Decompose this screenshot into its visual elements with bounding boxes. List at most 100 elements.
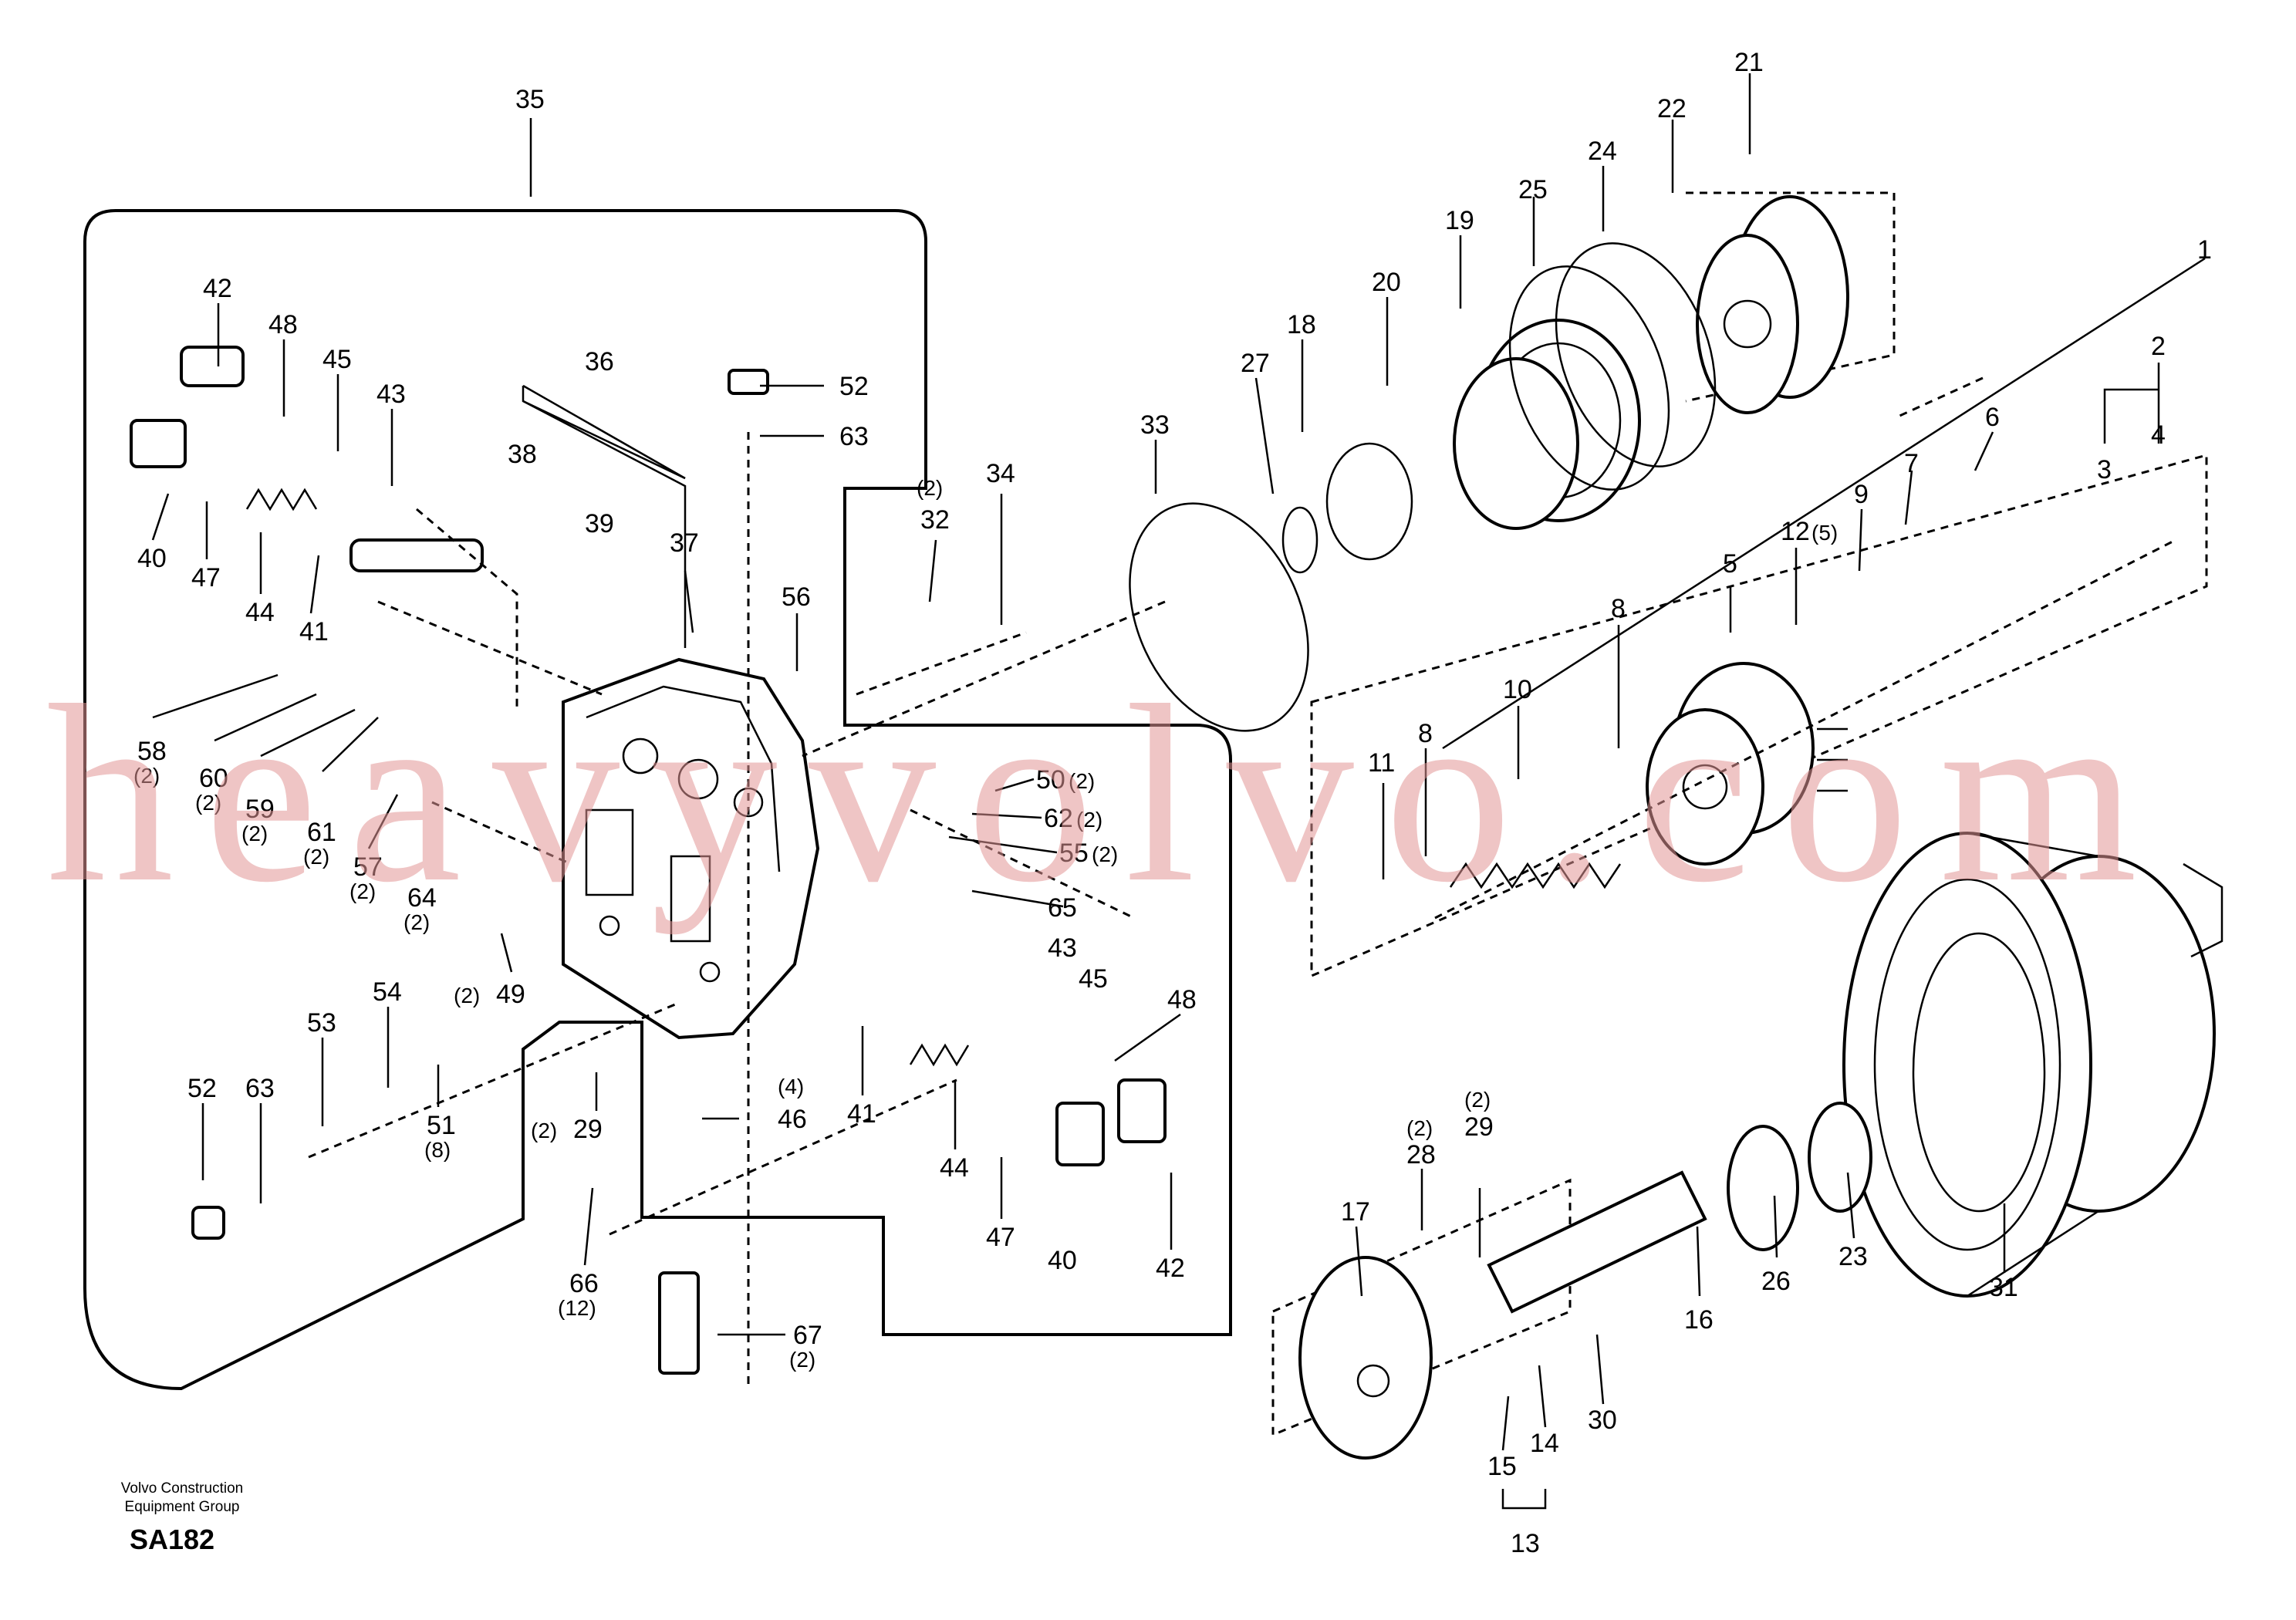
callout-67-qty: (2) xyxy=(789,1348,815,1372)
callout-29b-qty: (2) xyxy=(1464,1088,1491,1112)
callout-59-qty: (2) xyxy=(241,822,268,845)
callout-2: 2 xyxy=(2151,332,2166,361)
callout-49: 49 xyxy=(496,980,525,1009)
callout-58: 58 xyxy=(137,737,167,766)
callout-11: 11 xyxy=(1368,748,1395,778)
callout-32: 32 xyxy=(920,505,950,535)
callout-63b: 63 xyxy=(245,1074,275,1103)
callout-48: 48 xyxy=(268,310,298,339)
callout-12-qty: (5) xyxy=(1811,521,1838,545)
callout-labels: 35 42 48 45 43 40 47 44 41 36 38 39 37 5… xyxy=(133,48,2212,1558)
callout-4: 4 xyxy=(2151,420,2166,450)
callout-51: 51 xyxy=(427,1111,456,1140)
callout-22: 22 xyxy=(1657,94,1687,123)
callout-64: 64 xyxy=(407,883,437,913)
callout-55: 55 xyxy=(1059,839,1089,868)
callout-41: 41 xyxy=(299,617,329,646)
callout-20: 20 xyxy=(1372,268,1401,297)
callout-42b: 42 xyxy=(1156,1254,1185,1283)
callout-44b: 44 xyxy=(940,1153,969,1183)
callout-18: 18 xyxy=(1287,310,1316,339)
callout-43: 43 xyxy=(376,380,406,409)
callout-12: 12 xyxy=(1781,517,1810,546)
callout-61: 61 xyxy=(307,818,336,847)
callout-47b: 47 xyxy=(986,1223,1015,1252)
valve-body xyxy=(562,657,820,1040)
callout-45: 45 xyxy=(322,345,352,374)
callout-46-qty: (4) xyxy=(778,1075,804,1099)
callout-53: 53 xyxy=(307,1008,336,1038)
callout-41b: 41 xyxy=(847,1099,876,1129)
callout-35: 35 xyxy=(515,85,545,114)
callout-16: 16 xyxy=(1684,1305,1714,1335)
planetary-carrier xyxy=(1696,195,1849,414)
callout-21: 21 xyxy=(1734,48,1764,77)
callout-40: 40 xyxy=(137,544,167,573)
cylinder-block xyxy=(1646,662,1848,866)
footer-company-line-2: Equipment Group xyxy=(124,1499,240,1515)
callout-29a-qty: (2) xyxy=(531,1119,557,1142)
callout-58-qty: (2) xyxy=(133,764,160,788)
callout-32-qty: (2) xyxy=(917,476,943,500)
callout-62: 62 xyxy=(1044,804,1073,833)
assembly-axes xyxy=(308,376,2176,1389)
callout-34: 34 xyxy=(986,459,1015,488)
callout-50: 50 xyxy=(1036,765,1065,795)
callout-66: 66 xyxy=(569,1269,599,1298)
callout-62-qty: (2) xyxy=(1076,808,1102,832)
callout-8a: 8 xyxy=(1611,594,1626,623)
callout-28: 28 xyxy=(1406,1140,1436,1169)
callout-59: 59 xyxy=(245,795,275,824)
footer-company-line-1: Volvo Construction xyxy=(120,1480,244,1497)
callout-29b: 29 xyxy=(1464,1112,1494,1142)
callout-28-qty: (2) xyxy=(1406,1116,1433,1140)
callout-67: 67 xyxy=(793,1321,822,1350)
callout-50-qty: (2) xyxy=(1069,769,1095,793)
callout-47: 47 xyxy=(191,563,221,592)
callout-29a: 29 xyxy=(573,1115,603,1144)
o-rings xyxy=(1129,242,1717,732)
callout-60-qty: (2) xyxy=(195,791,221,815)
callout-52b: 52 xyxy=(187,1074,217,1103)
callout-1: 1 xyxy=(2197,235,2212,265)
callout-10: 10 xyxy=(1503,675,1532,704)
callout-55-qty: (2) xyxy=(1092,842,1118,866)
callout-60: 60 xyxy=(199,764,228,793)
callout-57-qty: (2) xyxy=(349,879,376,903)
callout-25: 25 xyxy=(1518,175,1548,204)
rear-flange xyxy=(1453,319,1641,530)
callout-14: 14 xyxy=(1530,1429,1559,1458)
callout-7: 7 xyxy=(1904,449,1919,478)
springs xyxy=(245,488,1622,1067)
callout-23: 23 xyxy=(1838,1242,1868,1271)
callout-48b: 48 xyxy=(1167,985,1197,1014)
callout-30: 30 xyxy=(1588,1406,1617,1435)
diagram-code: SA182 xyxy=(130,1524,215,1555)
callout-44: 44 xyxy=(245,598,275,627)
callout-3: 3 xyxy=(2097,455,2112,484)
callout-8b: 8 xyxy=(1418,719,1433,748)
plugs-and-bolts xyxy=(130,346,1167,1375)
callout-43b: 43 xyxy=(1048,933,1077,963)
callout-42: 42 xyxy=(203,274,232,303)
callout-64-qty: (2) xyxy=(403,910,430,934)
callout-61-qty: (2) xyxy=(303,845,329,869)
callout-27: 27 xyxy=(1241,349,1270,378)
callout-6: 6 xyxy=(1985,403,2000,432)
callout-46: 46 xyxy=(778,1105,807,1134)
callout-49-qty: (2) xyxy=(454,984,480,1007)
frame-group-35 xyxy=(83,209,1232,1391)
callout-33: 33 xyxy=(1140,410,1170,440)
callout-45b: 45 xyxy=(1079,964,1108,994)
callout-51-qty: (8) xyxy=(424,1138,451,1162)
callout-15: 15 xyxy=(1487,1452,1517,1481)
frame-group-1 xyxy=(1310,454,2208,978)
footer-company: Volvo Construction Equipment Group xyxy=(74,1480,290,1517)
output-shaft xyxy=(1298,1102,1872,1460)
callout-65: 65 xyxy=(1048,893,1077,923)
callout-63: 63 xyxy=(839,422,869,451)
callout-57: 57 xyxy=(353,852,383,882)
callout-36: 36 xyxy=(585,347,614,376)
callout-31: 31 xyxy=(1989,1273,2018,1302)
